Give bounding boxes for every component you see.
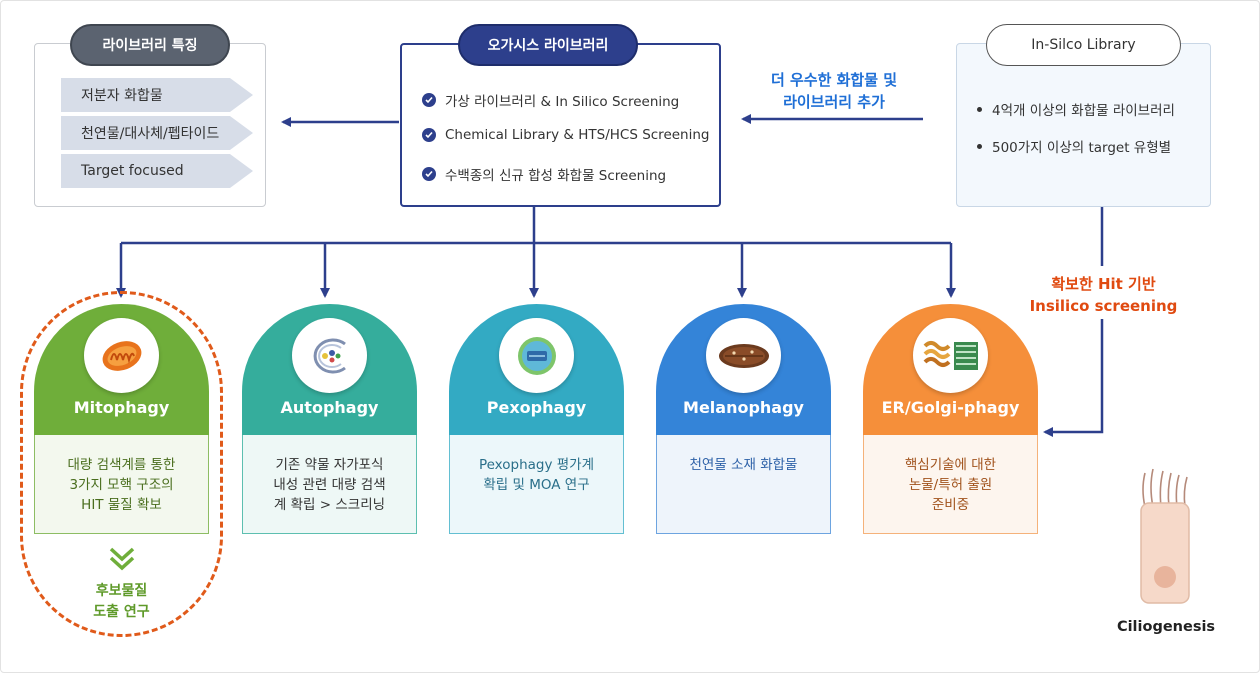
card-body: 기존 약물 자가포식 내성 관련 대량 검색 계 확립 > 스크리닝 <box>242 435 417 534</box>
center-item: 수백종의 신규 합성 화합물 Screening <box>422 164 666 184</box>
insilico-item: 4억개 이상의 화합물 라이브러리 <box>977 99 1175 119</box>
card-title: Autophagy <box>280 398 379 417</box>
card-header: Pexophagy <box>449 304 624 435</box>
card-title: Pexophagy <box>486 398 587 417</box>
card-pexophagy: Pexophagy Pexophagy 평가계 확립 및 MOA 연구 <box>449 304 624 534</box>
card-melanophagy: Melanophagy 천연물 소재 화합물 <box>656 304 831 534</box>
insilico-library-title: In-Silco Library <box>986 24 1181 66</box>
library-features-title: 라이브러리 특징 <box>70 24 230 66</box>
card-text-line: 핵심기술에 대한 <box>904 457 997 473</box>
feature-item: 저분자 화합물 <box>61 78 253 112</box>
feature-item: Target focused <box>61 154 253 188</box>
blue-note-line: 라이브러리 추가 <box>783 93 885 111</box>
ciliogenesis-label: Ciliogenesis <box>1116 619 1216 635</box>
card-text-line: 내성 관련 대량 검색 <box>273 477 386 493</box>
blue-note: 더 우수한 화합물 및 라이브러리 추가 <box>749 69 919 113</box>
ogasys-library-title: 오가시스 라이브러리 <box>458 24 638 66</box>
library-features-box: 저분자 화합물 천연물/대사체/펩타이드 Target focused <box>34 43 266 207</box>
er-golgi-icon <box>913 318 988 393</box>
card-text-line: 준비중 <box>931 497 970 513</box>
card-er-golgi-phagy: ER/Golgi-phagy 핵심기술에 대한 논물/특허 출원 준비중 <box>863 304 1038 534</box>
highlight-oval <box>20 291 223 637</box>
melanosome-icon <box>706 318 781 393</box>
red-note-line: 확보한 Hit 기반 <box>1051 275 1156 293</box>
card-text-line: 천연물 소재 화합물 <box>689 457 798 473</box>
center-item-label: 가상 라이브러리 & In Silico Screening <box>445 94 680 110</box>
card-body: 천연물 소재 화합물 <box>656 435 831 534</box>
card-text-line: 3가지 모핵 구조의 <box>69 477 174 493</box>
card-text-line: 논물/특허 출원 <box>908 477 993 493</box>
check-icon <box>422 128 436 142</box>
card-text-line: Pexophagy 평가계 <box>478 457 595 473</box>
candidate-line: 도출 연구 <box>93 604 150 620</box>
red-note-line: Insilico screening <box>1029 297 1178 315</box>
insilico-item-label: 4억개 이상의 화합물 라이브러리 <box>992 103 1175 119</box>
ciliated-cell-icon <box>1140 468 1190 604</box>
feature-item: 천연물/대사체/펩타이드 <box>61 116 253 150</box>
center-item-label: Chemical Library & HTS/HCS Screening <box>445 127 710 143</box>
card-text-line: 대량 검색계를 통한 <box>67 457 176 473</box>
autophagosome-icon <box>292 318 367 393</box>
center-item: Chemical Library & HTS/HCS Screening <box>422 127 709 143</box>
card-mitophagy: Mitophagy 대량 검색계를 통한 3가지 모핵 구조의 HIT 물질 확… <box>34 304 209 534</box>
ogasys-library-box: 가상 라이브러리 & In Silico Screening Chemical … <box>400 43 721 207</box>
blue-note-line: 더 우수한 화합물 및 <box>770 71 898 89</box>
card-title: Melanophagy <box>683 398 804 417</box>
card-header: Mitophagy <box>34 304 209 435</box>
card-header: Autophagy <box>242 304 417 435</box>
check-icon <box>422 167 436 181</box>
card-header: ER/Golgi-phagy <box>863 304 1038 435</box>
card-text-line: HIT 물질 확보 <box>81 497 162 513</box>
card-text-line: 확립 및 MOA 연구 <box>483 477 590 493</box>
candidate-line: 후보물질 <box>95 583 148 599</box>
insilico-item-label: 500가지 이상의 target 유형별 <box>992 140 1172 156</box>
insilico-library-box: 4억개 이상의 화합물 라이브러리 500가지 이상의 target 유형별 <box>956 43 1211 207</box>
card-body: Pexophagy 평가계 확립 및 MOA 연구 <box>449 435 624 534</box>
card-autophagy: Autophagy 기존 약물 자가포식 내성 관련 대량 검색 계 확립 > … <box>242 304 417 534</box>
insilico-item: 500가지 이상의 target 유형별 <box>977 136 1171 156</box>
card-header: Melanophagy <box>656 304 831 435</box>
double-chevron-down-icon <box>109 547 135 571</box>
center-item: 가상 라이브러리 & In Silico Screening <box>422 90 679 110</box>
card-title: Mitophagy <box>73 398 170 417</box>
red-note: 확보한 Hit 기반 Insilico screening <box>1021 273 1186 317</box>
mitochondria-icon <box>84 318 159 393</box>
check-icon <box>422 93 436 107</box>
center-item-label: 수백종의 신규 합성 화합물 Screening <box>445 168 667 184</box>
card-text-line: 기존 약물 자가포식 <box>275 457 384 473</box>
peroxisome-icon <box>499 318 574 393</box>
card-body: 핵심기술에 대한 논물/특허 출원 준비중 <box>863 435 1038 534</box>
card-title: ER/Golgi-phagy <box>881 398 1020 417</box>
card-body: 대량 검색계를 통한 3가지 모핵 구조의 HIT 물질 확보 <box>34 435 209 534</box>
candidate-research-text: 후보물질 도출 연구 <box>34 581 209 623</box>
card-text-line: 계 확립 > 스크리닝 <box>273 497 386 513</box>
